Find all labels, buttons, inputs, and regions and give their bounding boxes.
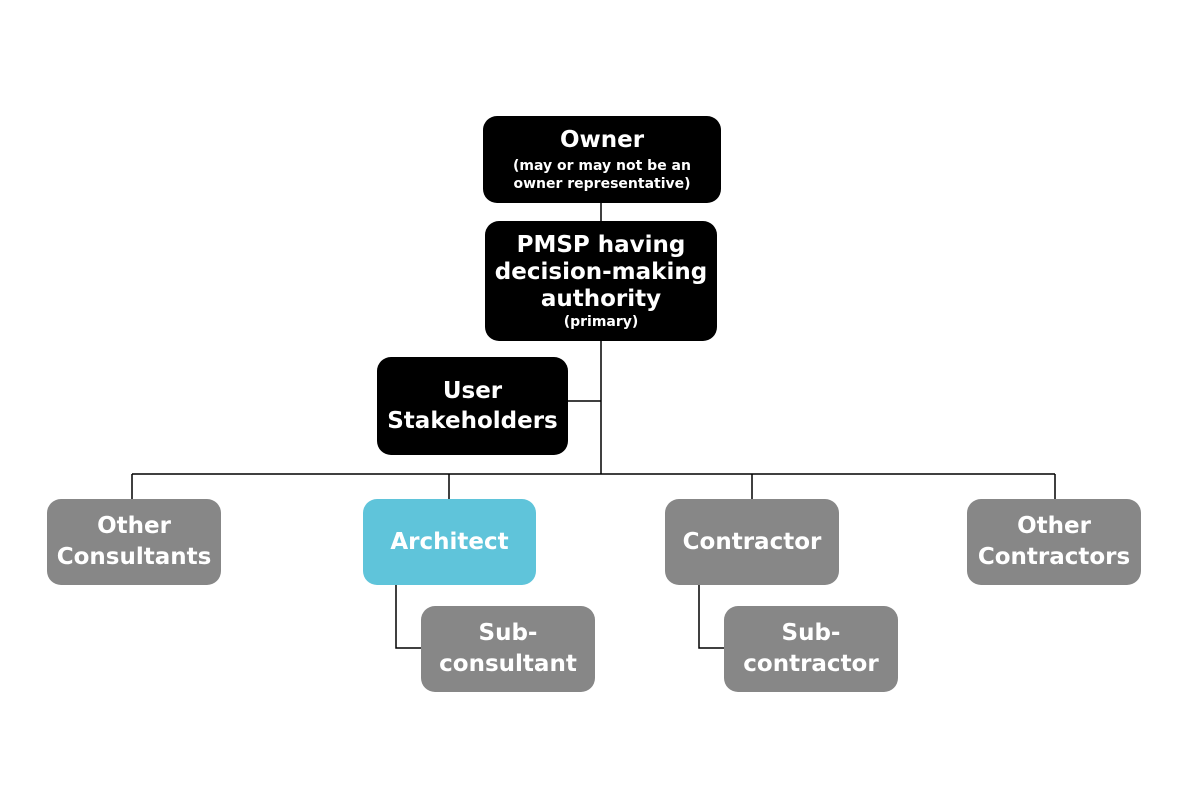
subcontractor-connector xyxy=(698,585,725,649)
subcontractor-node: Sub- contractor xyxy=(724,606,898,692)
subconsultant-node: Sub- consultant xyxy=(421,606,595,692)
pmsp-line2: decision-making xyxy=(494,258,708,285)
subconsultant-line1: Sub- xyxy=(478,620,538,646)
other-consultants-node: Other Consultants xyxy=(47,499,221,585)
user-stakeholders-line2: Stakeholders xyxy=(387,408,558,434)
other-contractors-line1: Other xyxy=(1017,513,1091,539)
user-stakeholders-line1: User xyxy=(442,378,503,404)
contractor-label: Contractor xyxy=(682,528,822,555)
other-consultants-line2: Consultants xyxy=(56,544,212,570)
owner-title: Owner xyxy=(559,126,645,153)
subconsultant-line2: consultant xyxy=(439,651,577,677)
pmsp-note: (primary) xyxy=(563,313,639,330)
architect-node: Architect xyxy=(363,499,536,585)
subcontractor-line1: Sub- xyxy=(781,620,841,646)
pmsp-line1: PMSP having xyxy=(516,231,686,258)
pmsp-line3: authority xyxy=(540,285,662,312)
other-consultants-line1: Other xyxy=(97,513,171,539)
contractor-node: Contractor xyxy=(665,499,839,585)
architect-label: Architect xyxy=(390,528,509,555)
owner-note-line2: owner representative) xyxy=(513,175,691,192)
owner-node: Owner (may or may not be an owner repres… xyxy=(483,116,721,203)
subcontractor-line2: contractor xyxy=(743,651,879,677)
subconsultant-connector xyxy=(395,585,422,649)
pmsp-node: PMSP having decision-making authority (p… xyxy=(485,221,717,341)
other-contractors-line2: Contractors xyxy=(977,544,1131,570)
other-contractors-node: Other Contractors xyxy=(967,499,1141,585)
owner-note-line1: (may or may not be an xyxy=(513,157,691,174)
user-stakeholders-node: User Stakeholders xyxy=(377,357,568,455)
